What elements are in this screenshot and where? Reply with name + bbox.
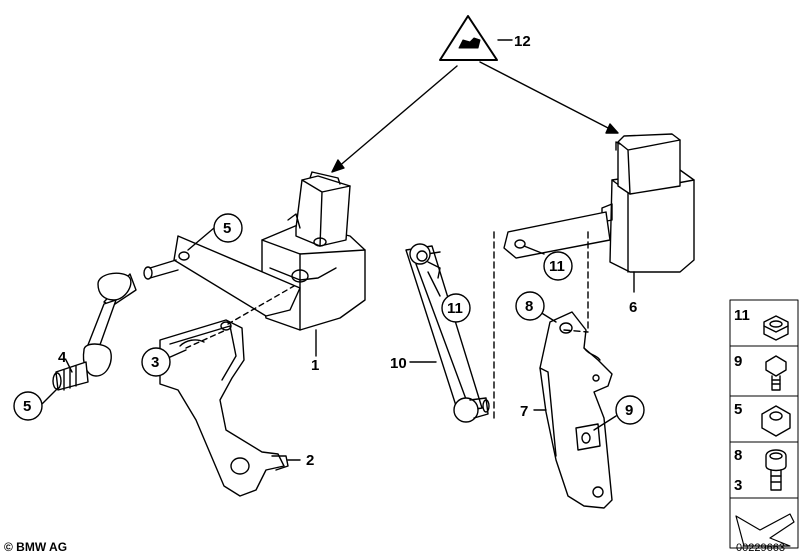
arrow-line-left bbox=[336, 65, 458, 169]
callout-circle-8 bbox=[515, 291, 545, 321]
legend-number-9: 9 bbox=[734, 353, 742, 370]
leader-5a bbox=[187, 227, 215, 251]
document-number: 00229663 bbox=[736, 542, 785, 554]
callout-12: 12 bbox=[514, 33, 531, 50]
leader-11b bbox=[523, 245, 545, 255]
callout-2: 2 bbox=[306, 452, 314, 469]
bracket-7 bbox=[539, 311, 613, 509]
callout-5a: 5 bbox=[223, 220, 231, 237]
callout-circle-11a bbox=[441, 293, 471, 323]
dash-line-right-3 bbox=[563, 329, 589, 333]
callout-1: 1 bbox=[311, 357, 319, 374]
callout-circle-3 bbox=[141, 347, 171, 377]
legend-number-11: 11 bbox=[734, 307, 750, 324]
callout-9: 9 bbox=[625, 402, 633, 419]
hex-bolt-icon bbox=[765, 355, 787, 391]
linkage-rod-4 bbox=[52, 272, 137, 391]
legend-panel bbox=[729, 299, 799, 549]
sensor-arm bbox=[143, 235, 301, 317]
linkage-rod-10 bbox=[405, 243, 490, 423]
callout-7: 7 bbox=[520, 403, 528, 420]
leader-4 bbox=[65, 359, 73, 373]
callout-11a: 11 bbox=[447, 300, 463, 317]
dash-line-left-1 bbox=[185, 329, 227, 349]
callout-4: 4 bbox=[58, 349, 67, 366]
copyright: © BMW AG bbox=[4, 540, 68, 554]
sensor-right bbox=[601, 133, 695, 273]
callout-10: 10 bbox=[390, 355, 407, 372]
callout-circle-5a bbox=[213, 213, 243, 243]
dash-line-left-2 bbox=[227, 285, 295, 325]
hex-nut-icon bbox=[761, 405, 791, 437]
arrow-direction-icon bbox=[735, 513, 795, 547]
legend-number-3: 3 bbox=[734, 477, 742, 494]
callout-3: 3 bbox=[151, 354, 159, 371]
arrow-head-right bbox=[605, 123, 619, 134]
leader-5b bbox=[41, 387, 59, 405]
bracket-2 bbox=[159, 319, 289, 497]
callout-circle-11b bbox=[543, 251, 573, 281]
arrow-line-right bbox=[479, 61, 613, 131]
leader-3 bbox=[167, 349, 187, 359]
legend-number-8: 8 bbox=[734, 447, 742, 464]
leader-9 bbox=[593, 415, 617, 431]
legend-number-5: 5 bbox=[734, 401, 742, 418]
callout-8: 8 bbox=[525, 298, 533, 315]
callout-circle-5b bbox=[13, 391, 43, 421]
callout-5b: 5 bbox=[23, 398, 31, 415]
socket-bolt-icon bbox=[765, 449, 787, 491]
hex-nut-flanged-icon bbox=[763, 315, 789, 341]
callout-circle-9 bbox=[615, 395, 645, 425]
callout-6: 6 bbox=[629, 299, 637, 316]
warning-triangle-icon bbox=[439, 15, 498, 61]
leader-11a bbox=[427, 271, 441, 297]
leader-8 bbox=[539, 311, 557, 323]
arrow-head-left bbox=[331, 159, 345, 173]
sensor-right-arm bbox=[503, 211, 611, 259]
callout-11b: 11 bbox=[549, 258, 565, 275]
